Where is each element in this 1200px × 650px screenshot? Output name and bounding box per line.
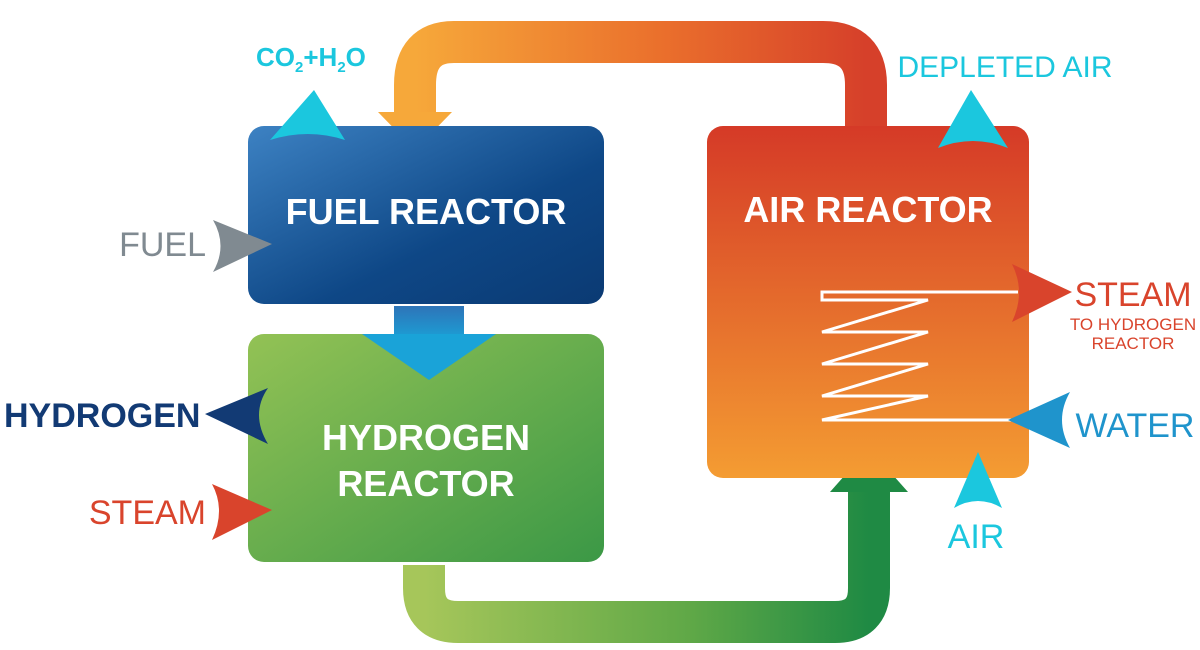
hydrogen-outflow: HYDROGEN (4, 388, 268, 444)
depleted-air-outflow: DEPLETED AIR (897, 51, 1113, 148)
co2-h2o-label: CO2+H2O (256, 42, 366, 76)
fuel-reactor-label: FUEL REACTOR (286, 191, 567, 232)
steam-out-label: STEAM (1074, 276, 1191, 314)
steam-outflow: STEAM TO HYDROGEN REACTOR (1012, 264, 1196, 353)
heat-exchanger-coil (820, 290, 1018, 422)
steam-in-label: STEAM (89, 494, 206, 532)
steam-out-sublabel-2: REACTOR (1092, 334, 1175, 353)
fuel-label: FUEL (119, 226, 206, 264)
air-reactor-label: AIR REACTOR (743, 189, 992, 230)
steam-out-sublabel-1: TO HYDROGEN (1070, 315, 1196, 334)
hydrogen-reactor: HYDROGEN REACTOR (248, 334, 604, 562)
hydrogen-reactor-label-line1: HYDROGEN (322, 417, 530, 458)
steam-inflow: STEAM (89, 484, 272, 540)
fuel-inflow: FUEL (119, 220, 272, 272)
air-inflow: AIR (948, 452, 1005, 556)
water-inflow: WATER (1008, 392, 1194, 448)
air-reactor: AIR REACTOR (707, 126, 1029, 478)
hydrogen-label: HYDROGEN (4, 397, 200, 435)
hydrogen-reactor-label-line2: REACTOR (337, 463, 514, 504)
water-label: WATER (1076, 407, 1195, 445)
co2-h2o-outflow: CO2+H2O (256, 42, 366, 140)
depleted-air-label: DEPLETED AIR (897, 51, 1112, 84)
air-label: AIR (948, 518, 1005, 556)
fuel-reactor: FUEL REACTOR (248, 126, 604, 304)
